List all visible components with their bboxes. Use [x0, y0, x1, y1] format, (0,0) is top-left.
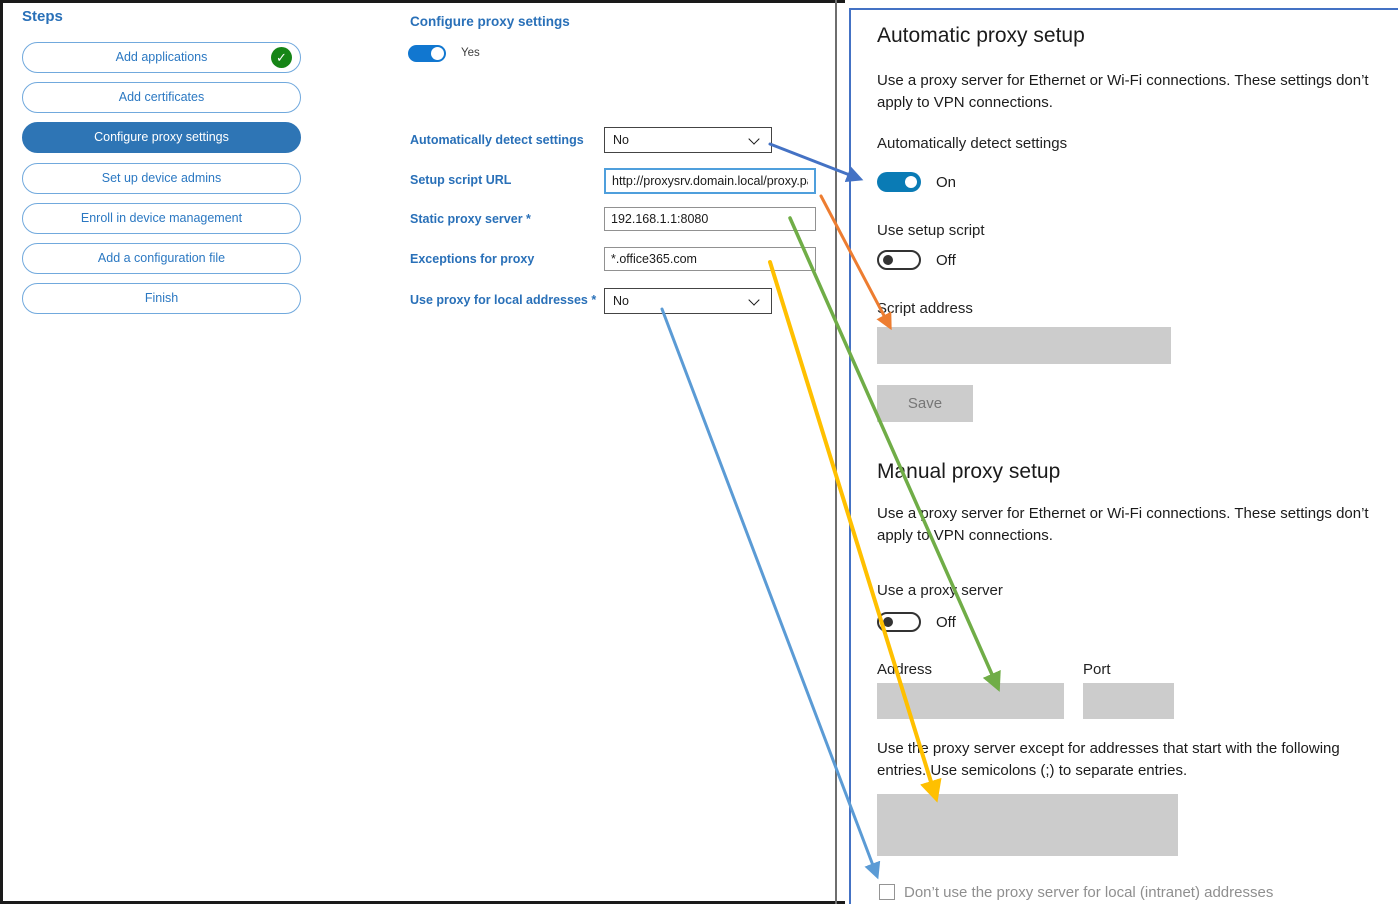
use-setup-script-label: Use setup script: [877, 222, 985, 239]
step-enroll-in-device-management[interactable]: Enroll in device management: [22, 203, 301, 234]
local-addresses-dropdown[interactable]: No: [604, 288, 772, 314]
use-proxy-server-toggle[interactable]: [877, 612, 921, 632]
static-proxy-label: Static proxy server *: [410, 212, 531, 226]
exceptions-label: Exceptions for proxy: [410, 252, 535, 266]
setup-script-url-label: Setup script URL: [410, 173, 512, 187]
step-label: Add a configuration file: [97, 251, 226, 265]
step-add-applications[interactable]: Add applications ✓: [22, 42, 301, 73]
static-proxy-input[interactable]: [604, 207, 816, 231]
proxy-exceptions-description: Use the proxy server except for addresse…: [877, 740, 1340, 779]
toggle-knob: [905, 176, 917, 188]
proxy-exceptions-textarea[interactable]: [877, 794, 1178, 856]
dropdown-value: No: [613, 294, 629, 308]
setup-script-url-input[interactable]: [604, 168, 816, 194]
local-addresses-label: Use proxy for local addresses *: [410, 293, 597, 307]
local-intranet-checkbox-label: Don’t use the proxy server for local (in…: [904, 884, 1274, 901]
form-title: Configure proxy settings: [410, 14, 570, 29]
dropdown-value: No: [613, 133, 629, 147]
chevron-down-icon: [748, 133, 760, 145]
completed-check-icon: ✓: [271, 47, 292, 68]
step-label: Set up device admins: [101, 171, 222, 185]
exceptions-input[interactable]: [604, 247, 816, 271]
automatic-proxy-description: Use a proxy server for Ethernet or Wi-Fi…: [877, 72, 1369, 111]
step-label: Enroll in device management: [80, 211, 243, 225]
script-address-input[interactable]: [877, 327, 1171, 364]
script-address-label: Script address: [877, 300, 973, 317]
frame-line-bottom: [0, 901, 845, 904]
automatic-proxy-heading: Automatic proxy setup: [877, 24, 1085, 47]
step-label: Add applications: [115, 50, 208, 64]
frame-line-left: [0, 0, 3, 904]
chevron-down-icon: [748, 294, 760, 306]
use-proxy-server-state: Off: [936, 614, 956, 631]
detect-settings-state: On: [936, 174, 957, 191]
step-add-certificates[interactable]: Add certificates: [22, 82, 301, 113]
use-proxy-server-label: Use a proxy server: [877, 582, 1003, 599]
proxy-enabled-toggle[interactable]: [408, 45, 446, 62]
pane-divider: [835, 0, 837, 904]
toggle-knob: [431, 47, 444, 60]
toggle-knob: [883, 617, 893, 627]
step-add-a-configuration-file[interactable]: Add a configuration file: [22, 243, 301, 274]
setup-script-state: Off: [936, 252, 956, 269]
frame-line-top: [0, 0, 845, 3]
manual-proxy-description: Use a proxy server for Ethernet or Wi-Fi…: [877, 505, 1369, 544]
step-label: Configure proxy settings: [94, 130, 229, 144]
proxy-enabled-toggle-label: Yes: [461, 47, 480, 59]
port-label: Port: [1083, 661, 1111, 678]
auto-detect-label: Automatically detect settings: [410, 133, 584, 147]
local-addresses-arrow: [660, 307, 881, 880]
detect-settings-label: Automatically detect settings: [877, 135, 1068, 152]
step-set-up-device-admins[interactable]: Set up device admins: [22, 163, 301, 194]
sidebar-title: Steps: [22, 8, 63, 25]
manual-proxy-heading: Manual proxy setup: [877, 460, 1061, 483]
step-finish[interactable]: Finish: [22, 283, 301, 314]
toggle-knob: [883, 255, 893, 265]
local-intranet-checkbox[interactable]: [879, 884, 895, 900]
setup-script-toggle[interactable]: [877, 250, 921, 270]
save-button[interactable]: Save: [877, 385, 973, 422]
step-configure-proxy-settings[interactable]: Configure proxy settings: [22, 122, 301, 153]
step-label: Add certificates: [118, 90, 205, 104]
auto-detect-dropdown[interactable]: No: [604, 127, 772, 153]
detect-settings-toggle[interactable]: [877, 172, 921, 192]
address-label: Address: [877, 661, 933, 678]
step-label: Finish: [144, 291, 179, 305]
proxy-port-input[interactable]: [1083, 683, 1174, 719]
proxy-address-input[interactable]: [877, 683, 1064, 719]
